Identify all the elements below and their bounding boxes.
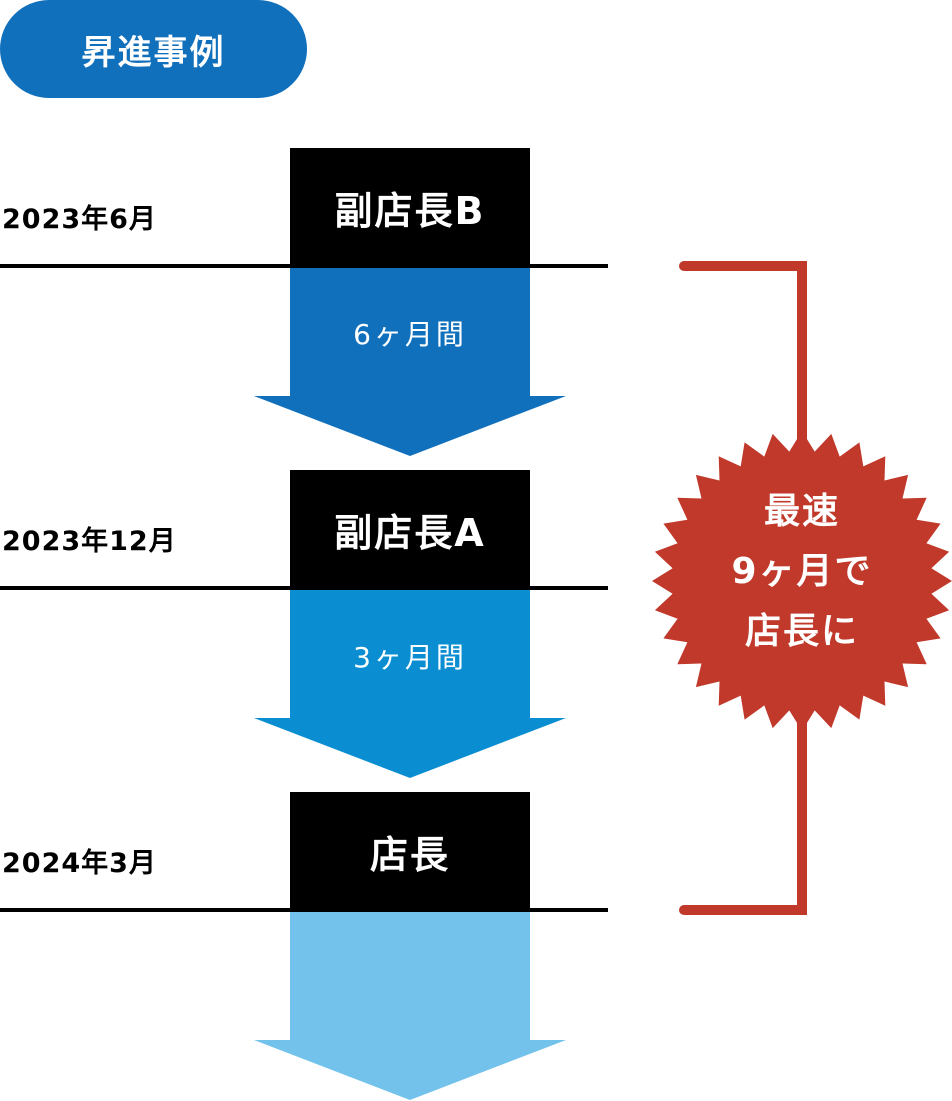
- timeline-divider-2: [0, 586, 608, 590]
- duration-label-1: 6ヶ月間: [353, 318, 467, 351]
- role-label-1: 副店長B: [334, 188, 486, 233]
- badge-line-3: 店長に: [744, 611, 859, 652]
- timeline-divider-1: [0, 264, 608, 268]
- role-label-3: 店長: [369, 832, 450, 877]
- badge-text: 最速 9ヶ月で 店長に: [690, 482, 914, 662]
- date-label-3: 2024年3月: [2, 848, 157, 879]
- red-bracket: [679, 261, 807, 915]
- role-label-2: 副店長A: [334, 510, 486, 555]
- date-label-1: 2023年6月: [2, 204, 157, 235]
- starburst-badge: [652, 431, 952, 731]
- arrow-duration-2: [254, 590, 566, 778]
- arrow-continuation: [254, 912, 566, 1100]
- role-box-3: 店長: [290, 792, 530, 910]
- case-label-text: 昇進事例: [81, 32, 226, 73]
- badge-line-2: 9ヶ月で: [731, 551, 873, 592]
- badge-line-1: 最速: [763, 491, 840, 532]
- date-label-2: 2023年12月: [2, 526, 177, 557]
- duration-label-2: 3ヶ月間: [353, 641, 467, 674]
- role-box-2: 副店長A: [290, 470, 530, 588]
- role-box-1: 副店長B: [290, 148, 530, 266]
- case-label-pill: 昇進事例: [0, 0, 307, 98]
- timeline-divider-3: [0, 908, 608, 912]
- arrow-duration-1: [254, 268, 566, 456]
